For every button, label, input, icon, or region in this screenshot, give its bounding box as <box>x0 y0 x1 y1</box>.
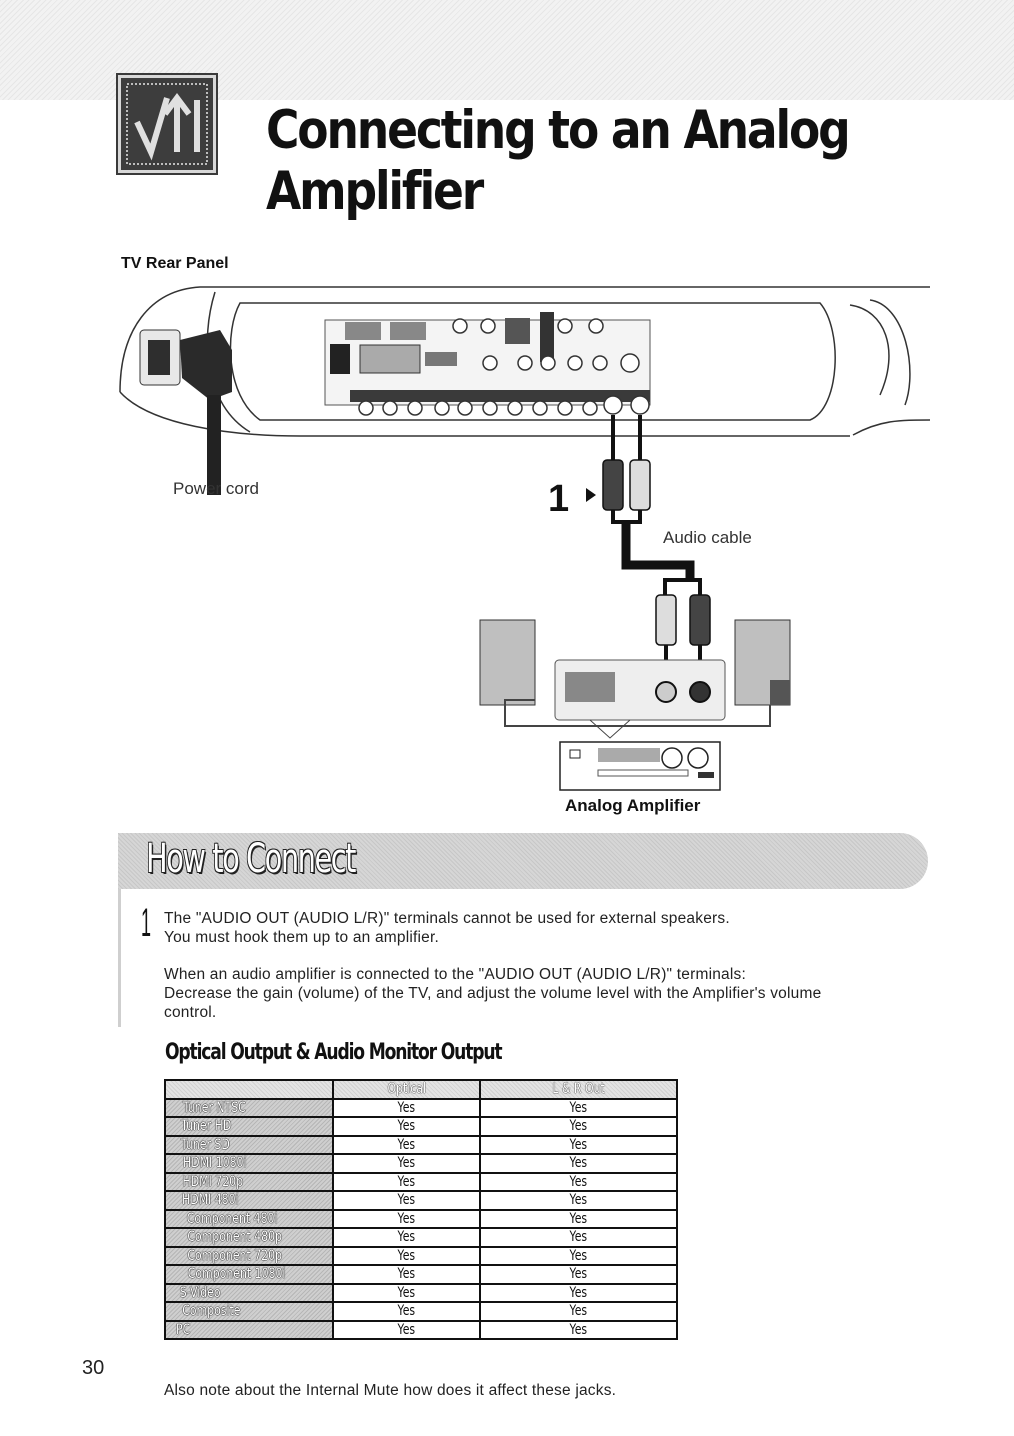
row-source: Composite <box>164 1301 334 1322</box>
step-marker: 1 <box>548 478 570 520</box>
row-optical: Yes <box>332 1245 481 1266</box>
para2-line1: When an audio amplifier is connected to … <box>164 966 746 983</box>
row-optical: Yes <box>332 1301 481 1322</box>
row-optical: Yes <box>332 1227 481 1248</box>
para2-line2: Decrease the gain (volume) of the TV, an… <box>164 985 822 1002</box>
row-optical: Yes <box>332 1319 481 1340</box>
row-lr-out: Yes <box>478 1301 679 1322</box>
step-number: 1 <box>141 901 152 945</box>
row-lr-out: Yes <box>478 1227 679 1248</box>
row-source: HDMI 1080i <box>164 1153 334 1174</box>
step1-line1: The "AUDIO OUT (AUDIO L/R)" terminals ca… <box>164 910 730 927</box>
side-rule <box>118 889 121 1027</box>
row-source: Component 480p <box>164 1227 334 1248</box>
row-source: Tuner HD <box>164 1116 334 1137</box>
tv-rear-panel <box>119 286 931 437</box>
row-optical: Yes <box>332 1190 481 1211</box>
table-title: Optical Output & Audio Monitor Output <box>165 1040 503 1065</box>
page-number: 30 <box>82 1357 105 1379</box>
row-lr-out: Yes <box>478 1319 679 1340</box>
row-optical: Yes <box>332 1134 481 1155</box>
row-lr-out: Yes <box>478 1245 679 1266</box>
speaker-right <box>734 619 791 706</box>
row-lr-out: Yes <box>478 1097 679 1118</box>
speaker-left <box>479 619 536 706</box>
row-optical: Yes <box>332 1153 481 1174</box>
step-arrow-icon <box>586 488 596 502</box>
row-source: Component 1080i <box>164 1264 334 1285</box>
row-lr-out: Yes <box>478 1134 679 1155</box>
row-optical: Yes <box>332 1264 481 1285</box>
row-source: Component 480i <box>164 1208 334 1229</box>
row-source: PC <box>164 1319 334 1340</box>
row-optical: Yes <box>332 1208 481 1229</box>
row-lr-out: Yes <box>478 1116 679 1137</box>
table-header-row: Optical L & R Out <box>164 1079 679 1100</box>
amplifier-label: Analog Amplifier <box>565 796 701 815</box>
row-lr-out: Yes <box>478 1208 679 1229</box>
row-lr-out: Yes <box>478 1282 679 1303</box>
audio-cable-label: Audio cable <box>663 528 752 547</box>
row-source: HDMI 480i <box>164 1190 334 1211</box>
row-optical: Yes <box>332 1171 481 1192</box>
para2-line3: control. <box>164 1004 217 1021</box>
row-lr-out: Yes <box>478 1171 679 1192</box>
row-optical: Yes <box>332 1097 481 1118</box>
audio-cable <box>602 415 711 690</box>
footer-note: Also note about the Internal Mute how do… <box>164 1382 617 1399</box>
connection-arrows-icon <box>116 73 218 175</box>
row-source: Tuner NTSC <box>164 1097 334 1118</box>
row-source: HDMI 720p <box>164 1171 334 1192</box>
col-header-source <box>164 1079 334 1100</box>
col-header-lr-out: L & R Out <box>478 1079 679 1100</box>
row-source: S-Video <box>164 1282 334 1303</box>
row-optical: Yes <box>332 1116 481 1137</box>
how-to-connect-band <box>118 833 928 889</box>
row-lr-out: Yes <box>478 1190 679 1211</box>
page-title: Connecting to an Analog Amplifier <box>266 100 851 222</box>
row-source: Tuner SD <box>164 1134 334 1155</box>
row-source: Component 720p <box>164 1245 334 1266</box>
row-lr-out: Yes <box>478 1153 679 1174</box>
connection-diagram <box>119 286 931 791</box>
amplifier-unit <box>559 741 721 791</box>
power-connector <box>139 329 232 495</box>
power-cord-label: Power cord <box>173 479 259 498</box>
col-header-optical: Optical <box>332 1079 481 1100</box>
section-label: TV Rear Panel <box>121 255 229 272</box>
how-to-connect-title: How to Connect <box>146 836 356 882</box>
row-optical: Yes <box>332 1282 481 1303</box>
step1-line2: You must hook them up to an amplifier. <box>164 929 439 946</box>
amplifier-back-panel <box>504 659 771 739</box>
row-lr-out: Yes <box>478 1264 679 1285</box>
connector-panel <box>324 312 651 416</box>
